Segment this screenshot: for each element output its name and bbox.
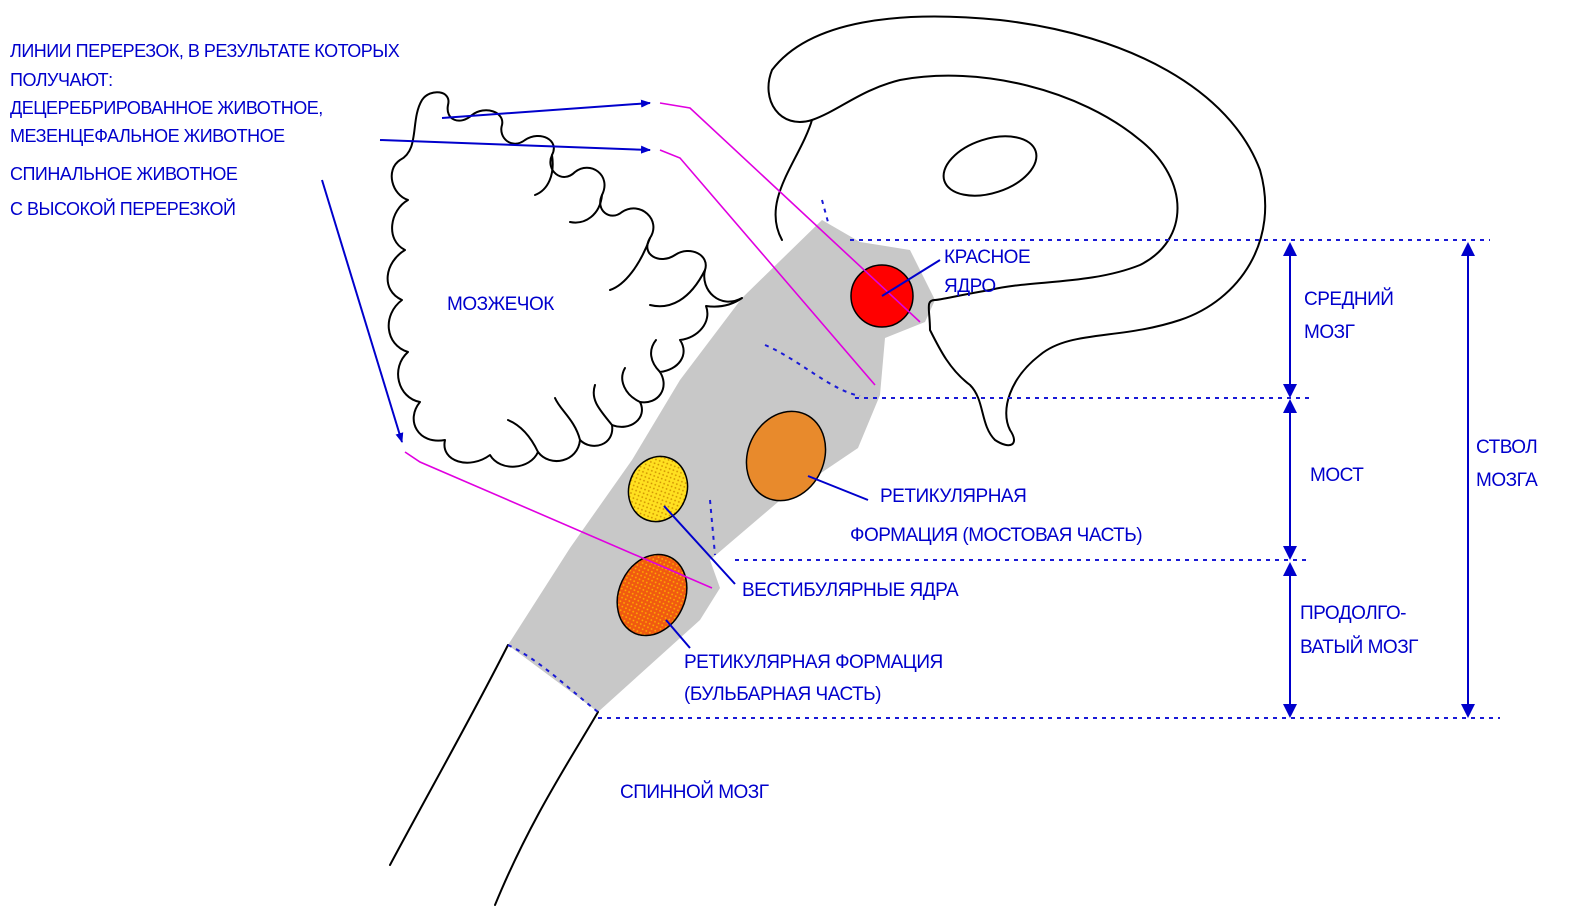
red-nucleus-label-2: ЯДРО (944, 276, 996, 297)
arrowhead-down (1283, 546, 1297, 560)
midbrain-label-1: СРЕДНИЙ (1304, 288, 1393, 310)
reticular-pontine-label-1: РЕТИКУЛЯРНАЯ (880, 486, 1026, 507)
cut-lines-title: ЛИНИИ ПЕРЕРЕЗОК, В РЕЗУЛЬТАТЕ КОТОРЫХ (10, 41, 400, 61)
pons-label: МОСТ (1310, 465, 1364, 486)
arrowhead-up (1283, 562, 1297, 576)
arrowhead-up (1283, 399, 1297, 413)
pointer-decerebrate (442, 103, 650, 118)
spinal-cord-label: СПИННОЙ МОЗГ (620, 781, 769, 803)
cut-decerebrate-label: ДЕЦЕРЕБРИРОВАННОЕ ЖИВОТНОЕ, (10, 98, 323, 118)
arrowhead-down (1283, 704, 1297, 718)
red-nucleus-label-1: КРАСНОЕ (944, 247, 1030, 268)
cut-spinal-label-2: С ВЫСОКОЙ ПЕРЕРЕЗКОЙ (10, 198, 235, 219)
brainstem-label-2: МОЗГА (1476, 470, 1538, 491)
vestibular-nuclei-label: ВЕСТИБУЛЯРНЫЕ ЯДРА (742, 580, 959, 601)
arrowhead-up (1283, 242, 1297, 256)
reticular-bulbar-label-1: РЕТИКУЛЯРНАЯ ФОРМАЦИЯ (684, 652, 943, 673)
spinal-cord-left (390, 645, 508, 865)
brainstem-label-1: СТВОЛ (1476, 437, 1537, 458)
arrowhead-down (1283, 384, 1297, 398)
cerebellum-label: МОЗЖЕЧОК (447, 294, 554, 315)
medulla-label-2: ВАТЫЙ МОЗГ (1300, 636, 1418, 658)
stem-divider-top (822, 200, 828, 222)
cut-mesencephalic-label: МЕЗЕНЦЕФАЛЬНОЕ ЖИВОТНОЕ (10, 126, 285, 146)
arrowhead-down (1461, 704, 1475, 718)
cut-lines-title-2: ПОЛУЧАЮТ: (10, 70, 113, 90)
arrowhead-up (1461, 242, 1475, 256)
spinal-cord-right (495, 712, 598, 905)
cut-spinal-label: СПИНАЛЬНОЕ ЖИВОТНОЕ (10, 164, 238, 184)
thalamus-oval (936, 125, 1044, 206)
leader-reticular-pontine (808, 476, 868, 500)
pointer-spinal (322, 180, 402, 442)
medulla-label-1: ПРОДОЛГО- (1300, 603, 1406, 624)
reticular-bulbar-label-2: (БУЛЬБАРНАЯ ЧАСТЬ) (684, 684, 881, 705)
reticular-pontine-label-2: ФОРМАЦИЯ (МОСТОВАЯ ЧАСТЬ) (850, 525, 1142, 546)
midbrain-label-2: МОЗГ (1304, 322, 1355, 343)
pointer-mesencephalic (380, 140, 650, 150)
